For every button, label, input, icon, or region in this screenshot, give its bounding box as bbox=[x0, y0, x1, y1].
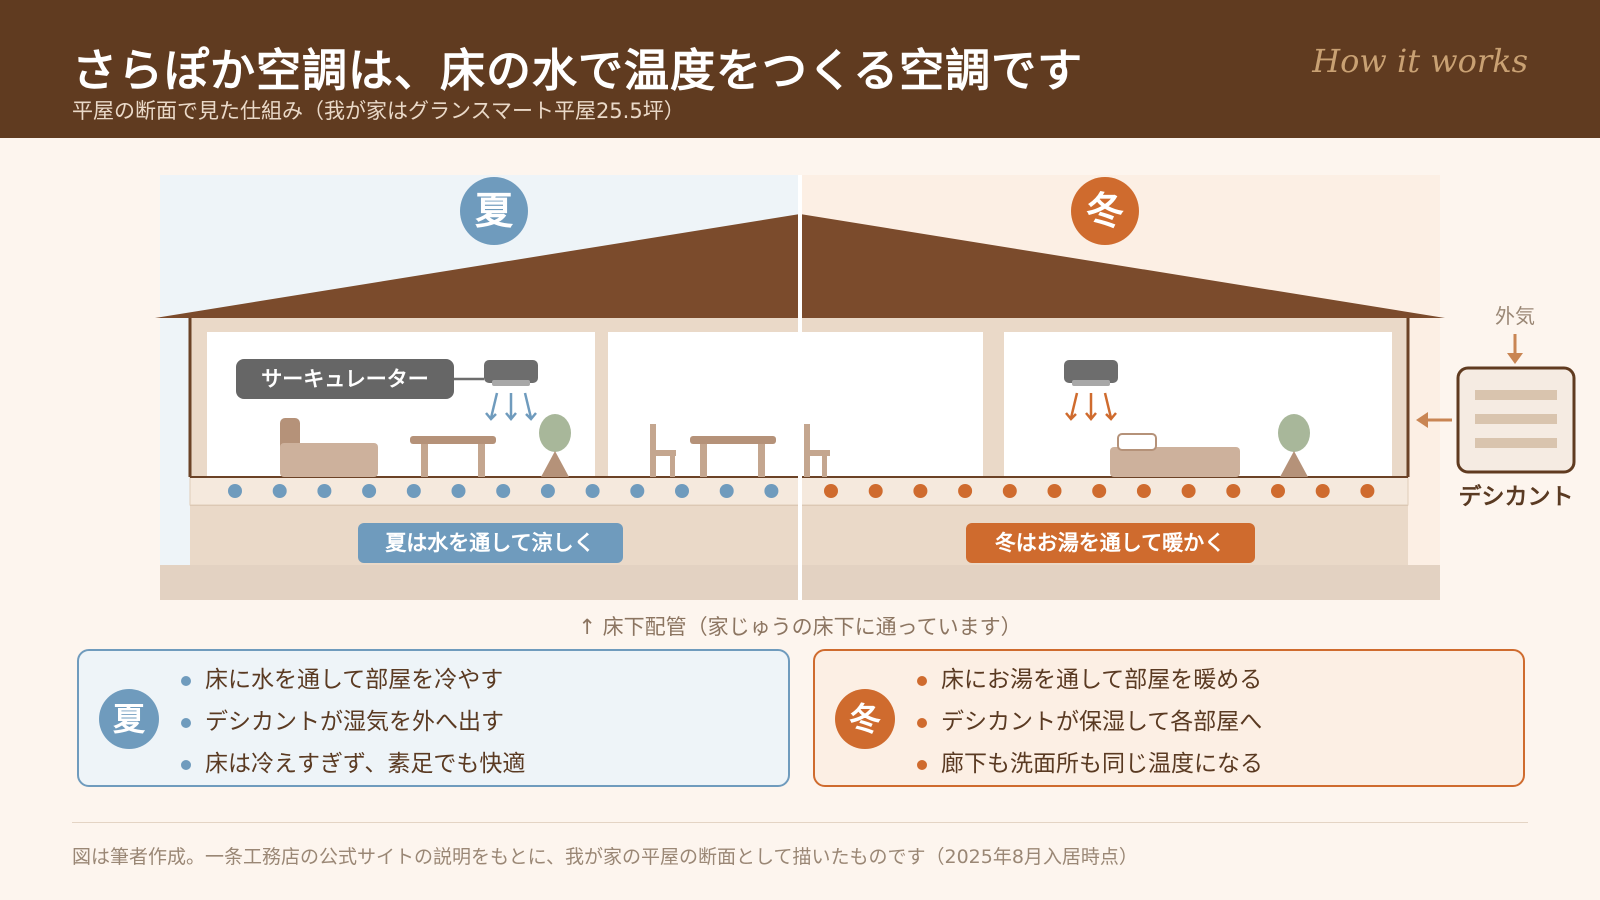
winter-card-badge: 冬 bbox=[835, 689, 895, 749]
summer-points-list: 床に水を通して部屋を冷やす デシカントが湿気を外へ出す 床は冷えすぎず、素足でも… bbox=[179, 659, 525, 785]
house-cross-section-diagram: サーキュレーター 夏 冬 夏は水を bbox=[155, 175, 1576, 600]
bed-icon bbox=[1110, 433, 1240, 477]
water-pipe-dot bbox=[719, 484, 734, 498]
water-pipe-dot bbox=[317, 484, 332, 498]
summer-banner: 夏は水を通して涼しく bbox=[385, 531, 594, 555]
winter-points-list: 床にお湯を通して部屋を暖める デシカントが保湿して各部屋へ 廊下も洗面所も同じ温… bbox=[915, 659, 1263, 785]
hot-water-pipe-dot bbox=[824, 484, 838, 498]
list-item: 床にお湯を通して部屋を暖める bbox=[915, 659, 1263, 701]
winter-air-conditioner-icon bbox=[1064, 360, 1118, 386]
summer-card-badge: 夏 bbox=[99, 689, 159, 749]
hot-water-pipe-dot bbox=[1271, 484, 1285, 498]
winter-hot-water-pipes bbox=[824, 484, 1375, 498]
water-pipe-dot bbox=[272, 484, 287, 498]
summer-cool-air-arrows-icon bbox=[485, 392, 537, 421]
hot-water-pipe-dot bbox=[1315, 484, 1330, 498]
water-pipe-dot bbox=[362, 484, 377, 498]
summer-water-pipes bbox=[228, 484, 779, 498]
table-icon bbox=[410, 436, 496, 477]
outside-air-arrow-icon bbox=[1507, 334, 1523, 364]
page-subtitle: 平屋の断面で見た仕組み（我が家はグランスマート平屋25.5坪） bbox=[72, 99, 685, 123]
list-item: 床に水を通して部屋を冷やす bbox=[179, 659, 525, 701]
summer-banner-box bbox=[358, 523, 623, 563]
outside-air-label: 外気 bbox=[1495, 304, 1535, 328]
water-pipe-dot bbox=[540, 484, 555, 498]
summer-badge bbox=[460, 177, 528, 245]
water-pipe-dot bbox=[675, 484, 689, 498]
hot-water-pipe-dot bbox=[1136, 484, 1151, 498]
plant-icon bbox=[1278, 414, 1310, 477]
hot-water-pipe-dot bbox=[913, 484, 928, 498]
winter-badge-label: 冬 bbox=[1086, 189, 1124, 233]
hot-water-pipe-dot bbox=[1002, 484, 1017, 498]
water-pipe-dot bbox=[630, 484, 645, 498]
tagline: How it works bbox=[1312, 42, 1528, 80]
room-1 bbox=[207, 332, 595, 477]
season-divider bbox=[798, 175, 802, 600]
winter-banner-box bbox=[966, 523, 1255, 563]
footer-note: 図は筆者作成。一条工務店の公式サイトの説明をもとに、我が家の平屋の断面として描い… bbox=[72, 846, 1138, 868]
hot-water-pipe-dot bbox=[958, 484, 973, 498]
hot-water-pipe-dot bbox=[1226, 484, 1241, 498]
dining-table-icon bbox=[690, 436, 776, 477]
list-item: デシカントが湿気を外へ出す bbox=[179, 701, 525, 743]
hot-water-pipe-dot bbox=[868, 484, 883, 498]
water-pipe-dot bbox=[496, 484, 511, 498]
winter-badge bbox=[1071, 177, 1139, 245]
winter-warm-air-arrows-icon bbox=[1065, 392, 1117, 421]
water-pipe-dot bbox=[764, 484, 779, 498]
footer-divider bbox=[72, 822, 1528, 823]
list-item: デシカントが保湿して各部屋へ bbox=[915, 701, 1263, 743]
hot-water-pipe-dot bbox=[1092, 484, 1107, 498]
chair-icon bbox=[804, 424, 830, 477]
page-title: さらぽか空調は、床の水で温度をつくる空調です bbox=[72, 44, 1084, 97]
circulator-label: サーキュレーター bbox=[261, 367, 429, 391]
list-item: 廊下も洗面所も同じ温度になる bbox=[915, 743, 1263, 785]
sofa-icon bbox=[280, 418, 378, 477]
water-pipe-dot bbox=[228, 484, 242, 498]
hot-water-pipe-dot bbox=[1181, 484, 1196, 498]
desiccant-unit-icon bbox=[1456, 366, 1576, 474]
water-pipe-dot bbox=[451, 484, 466, 498]
summer-air-conditioner-icon bbox=[484, 360, 538, 386]
desiccant-to-house-arrow-icon bbox=[1416, 412, 1452, 428]
water-pipe-dot bbox=[406, 484, 421, 498]
hot-water-pipe-dot bbox=[1360, 484, 1375, 498]
winter-summary-card: 冬 床にお湯を通して部屋を暖める デシカントが保湿して各部屋へ 廊下も洗面所も同… bbox=[813, 649, 1525, 787]
header-bar: さらぽか空調は、床の水で温度をつくる空調です 平屋の断面で見た仕組み（我が家はグ… bbox=[0, 0, 1600, 138]
floor-pipes-caption: ↑ 床下配管（家じゅうの床下に通っています） bbox=[578, 615, 1022, 639]
chair-icon bbox=[650, 424, 676, 477]
winter-banner: 冬はお湯を通して暖かく bbox=[995, 531, 1225, 555]
circulator-label-box bbox=[236, 359, 454, 399]
list-item: 床は冷えすぎず、素足でも快適 bbox=[179, 743, 525, 785]
desiccant-label: デシカント bbox=[1459, 483, 1574, 510]
summer-summary-card: 夏 床に水を通して部屋を冷やす デシカントが湿気を外へ出す 床は冷えすぎず、素足… bbox=[77, 649, 790, 787]
plant-icon bbox=[539, 414, 571, 477]
water-pipe-dot bbox=[585, 484, 600, 498]
summer-badge-label: 夏 bbox=[475, 189, 514, 233]
hot-water-pipe-dot bbox=[1047, 484, 1062, 498]
